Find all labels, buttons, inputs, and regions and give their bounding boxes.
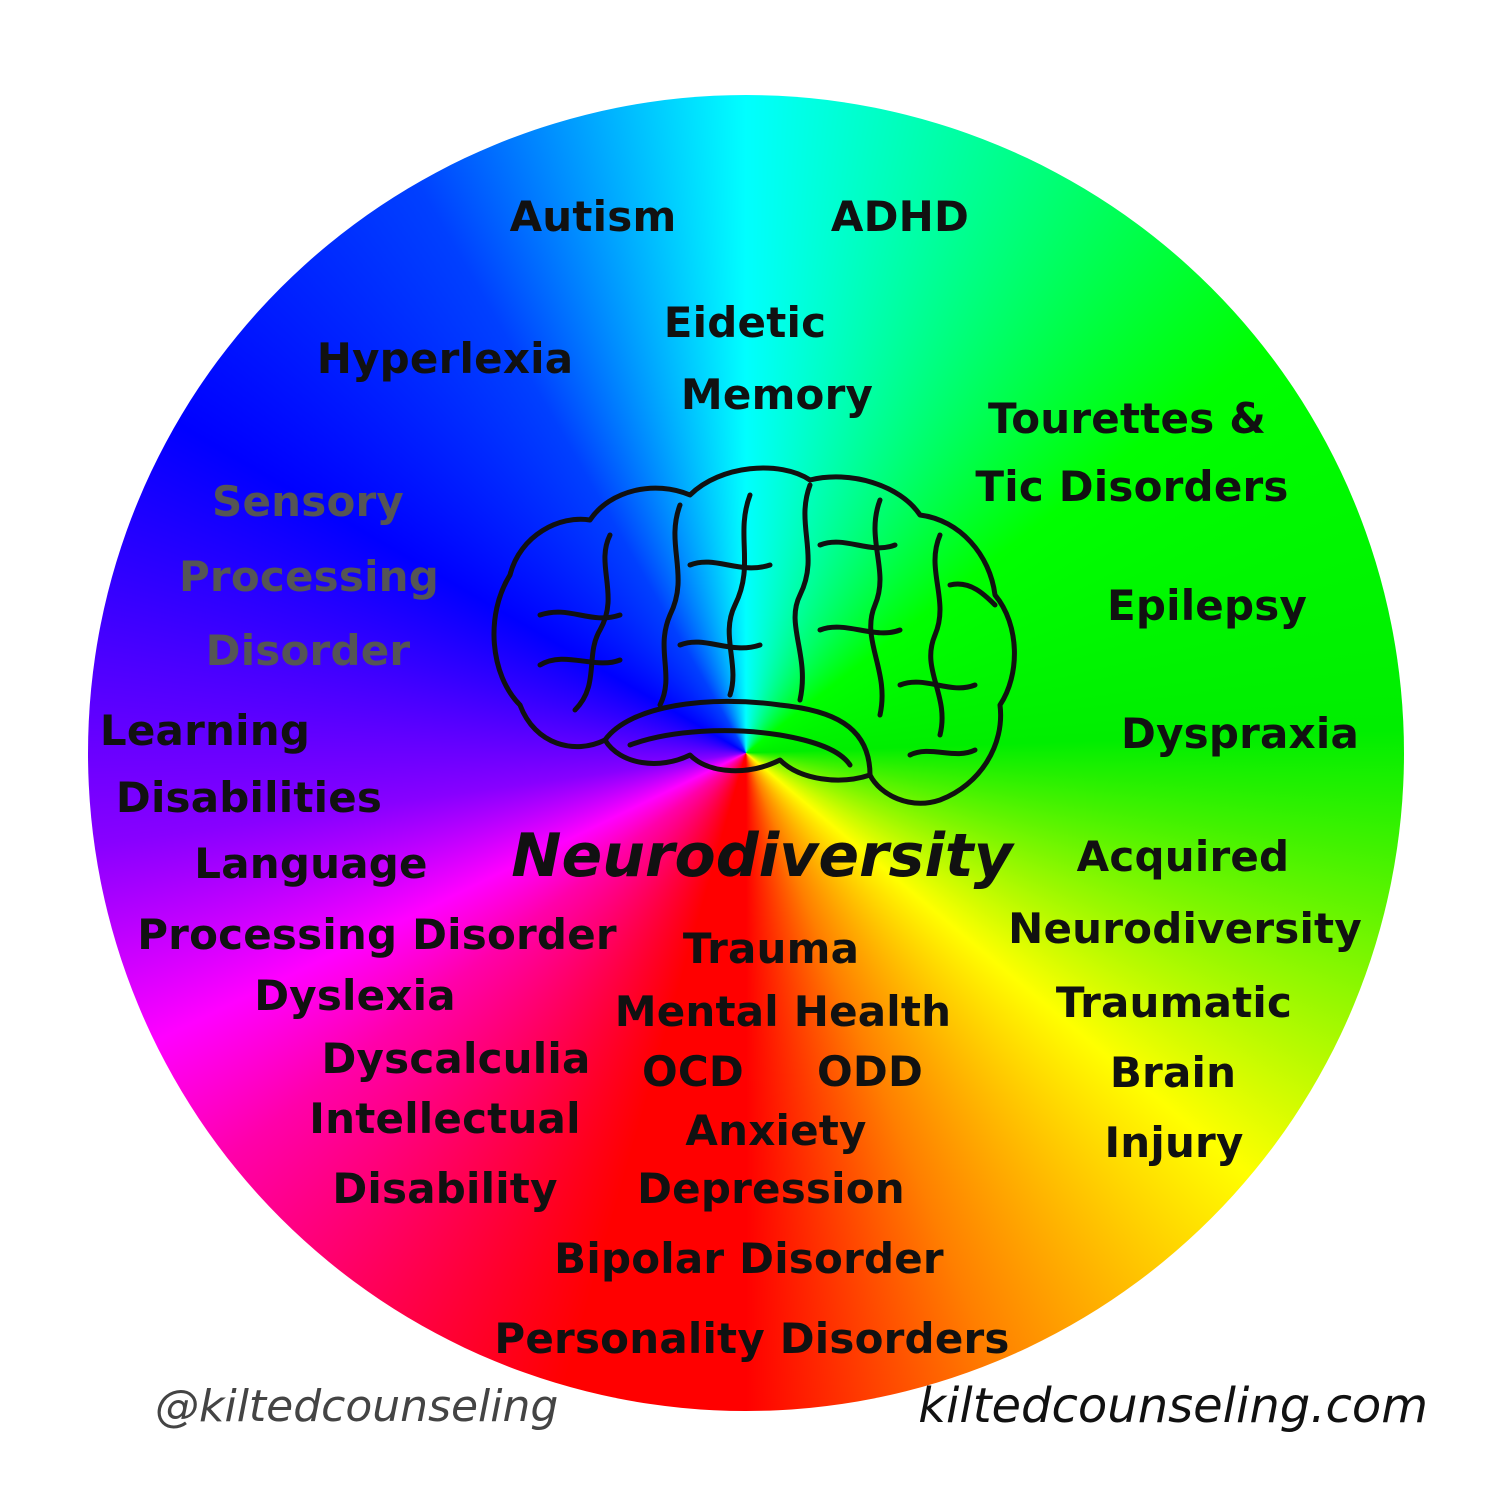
label-traumatic-line3: Injury — [1104, 1118, 1244, 1167]
label-traumatic-line2: Brain — [1109, 1048, 1237, 1097]
label-autism: Autism — [509, 192, 677, 241]
label-eidetic-line1: Eidetic — [663, 298, 827, 347]
neurodiversity-color-wheel — [88, 95, 1404, 1411]
footer-social-handle: @kiltedcounseling — [155, 1381, 559, 1432]
label-tourettes-line1: Tourettes & — [987, 394, 1267, 443]
label-depression: Depression — [637, 1164, 905, 1213]
label-epilepsy: Epilepsy — [1106, 581, 1308, 630]
label-tourettes-line2: Tic Disorders — [975, 462, 1289, 511]
brain-icon — [491, 465, 1017, 806]
label-intellectual-line2: Disability — [332, 1164, 558, 1213]
label-anxiety: Anxiety — [685, 1106, 867, 1155]
label-odd: ODD — [816, 1047, 924, 1096]
label-intellectual-line1: Intellectual — [309, 1094, 581, 1143]
label-acquired-line1: Acquired — [1076, 832, 1290, 881]
label-language-line2: Processing Disorder — [137, 910, 617, 959]
label-sensory-line1: Sensory — [212, 477, 404, 526]
label-dyscalculia: Dyscalculia — [321, 1034, 591, 1083]
label-learning-line1: Learning — [99, 706, 311, 755]
label-bipolar-disorder: Bipolar Disorder — [554, 1234, 944, 1283]
label-sensory-line3: Disorder — [205, 626, 411, 675]
label-personality-disorders: Personality Disorders — [494, 1314, 1010, 1363]
label-ocd: OCD — [642, 1047, 744, 1096]
label-sensory-line2: Processing — [178, 552, 440, 601]
footer-website: kiltedcounseling.com — [918, 1378, 1428, 1434]
label-eidetic-line2: Memory — [680, 370, 874, 419]
label-adhd: ADHD — [830, 192, 970, 241]
label-language-line1: Language — [194, 839, 428, 888]
label-mental-health: Mental Health — [614, 987, 952, 1036]
label-hyperlexia: Hyperlexia — [316, 334, 574, 383]
label-acquired-line2: Neurodiversity — [1008, 904, 1362, 953]
label-learning-line2: Disabilities — [115, 773, 383, 822]
label-traumatic-line1: Traumatic — [1055, 978, 1293, 1027]
label-trauma: Trauma — [682, 924, 860, 973]
diagram-title: Neurodiversity — [511, 821, 1013, 891]
label-dyslexia: Dyslexia — [254, 971, 456, 1020]
label-dyspraxia: Dyspraxia — [1121, 709, 1359, 758]
